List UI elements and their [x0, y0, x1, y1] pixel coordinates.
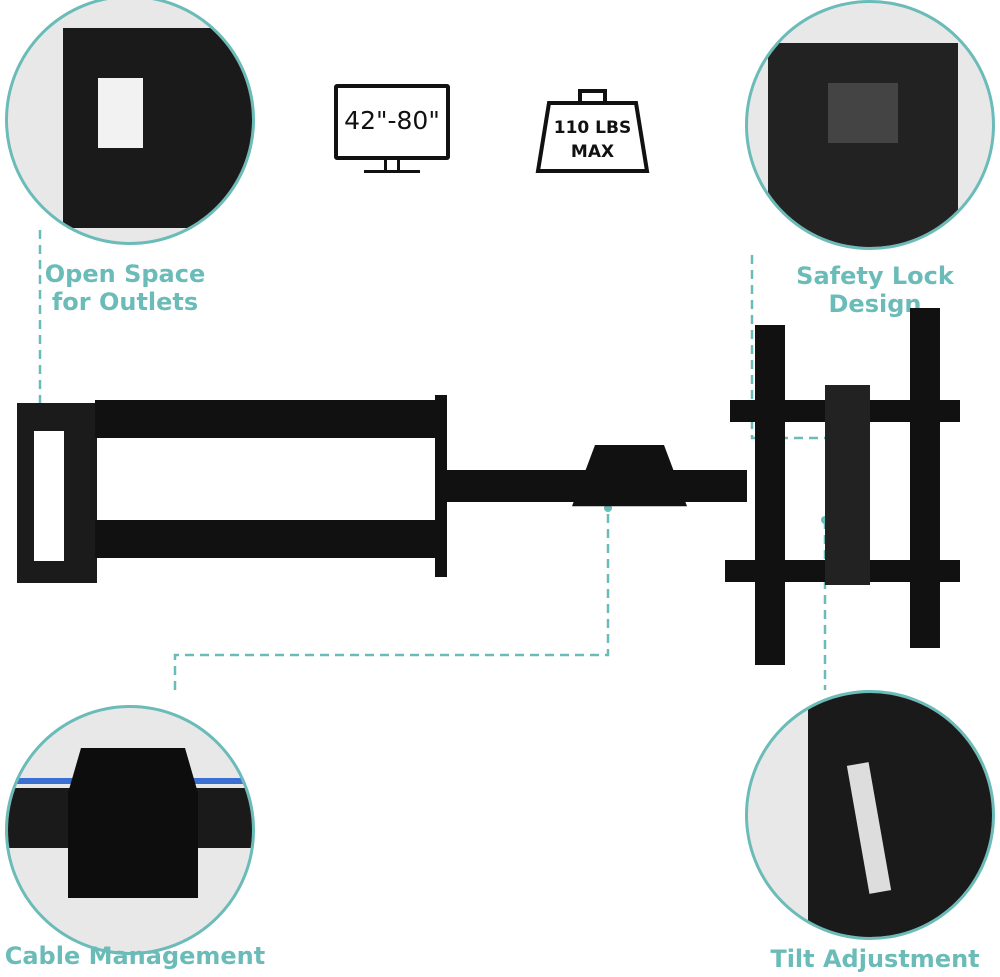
screen-size-icon: 42"-80"	[334, 84, 450, 160]
safety-lock-label: Safety Lock Design	[796, 262, 954, 318]
weight-line1: 110 LBS	[553, 118, 632, 138]
screen-size-text: 42"-80"	[344, 106, 440, 135]
tilt-detail-image	[745, 690, 995, 940]
outlets-label: Open Space for Outlets	[30, 260, 220, 316]
weight-line2: MAX	[570, 142, 615, 162]
cable-detail-image	[5, 705, 255, 955]
cable-label: Cable Management	[4, 942, 266, 970]
weight-icon	[535, 89, 650, 173]
monitor-stand	[384, 160, 400, 170]
outlets-label-line2: for Outlets	[51, 288, 199, 316]
tilt-label: Tilt Adjustment	[770, 945, 980, 973]
outlets-detail-image	[5, 0, 255, 245]
safety-lock-detail-image	[745, 0, 995, 250]
outlets-label-line1: Open Space	[44, 260, 206, 288]
monitor-base	[364, 170, 420, 173]
